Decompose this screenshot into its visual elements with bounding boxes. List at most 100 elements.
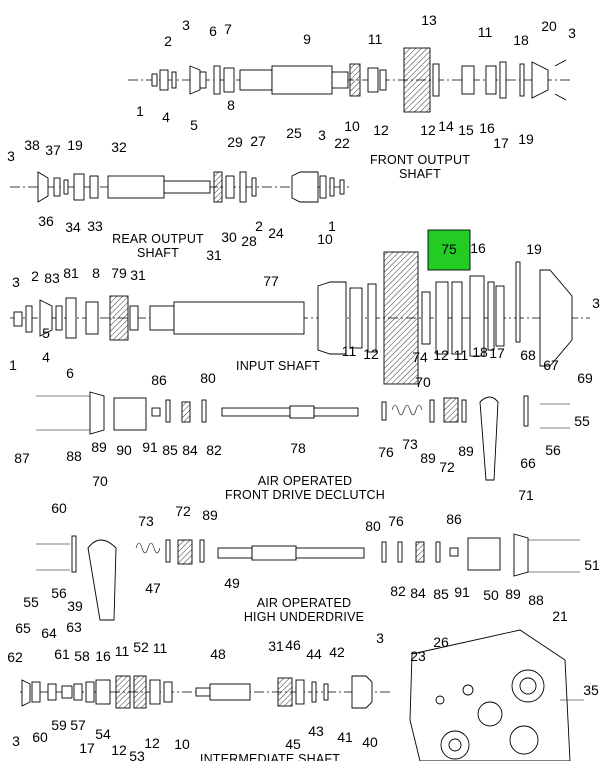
callout: 55 bbox=[23, 594, 39, 610]
callout: 22 bbox=[334, 135, 350, 151]
caption-high-underdrive-1: AIR OPERATED bbox=[257, 596, 352, 610]
callout: 2 bbox=[164, 33, 172, 49]
callout: 57 bbox=[70, 717, 86, 733]
callout: 3 bbox=[376, 630, 384, 646]
callout: 3 bbox=[12, 274, 20, 290]
callout: 62 bbox=[7, 649, 23, 665]
callout: 89 bbox=[202, 507, 218, 523]
callout: 52 bbox=[133, 639, 149, 655]
highlight-label: 75 bbox=[441, 241, 457, 257]
callout: 83 bbox=[44, 270, 60, 286]
callout: 3 bbox=[182, 17, 190, 33]
callout: 36 bbox=[38, 213, 54, 229]
callout: 56 bbox=[51, 585, 67, 601]
callout: 82 bbox=[390, 583, 406, 599]
callout: 67 bbox=[543, 357, 559, 373]
callout: 43 bbox=[308, 723, 324, 739]
front-callouts: 1 2 3 4 5 6 7 8 9 10 11 12 12 13 14 11 1… bbox=[136, 12, 576, 151]
callout: 5 bbox=[42, 325, 50, 341]
callout: 82 bbox=[206, 442, 222, 458]
callout: 71 bbox=[518, 487, 534, 503]
callout: 11 bbox=[478, 24, 493, 40]
callout: 25 bbox=[286, 125, 302, 141]
callout: 11 bbox=[115, 643, 130, 659]
declutch-callouts: 86 80 70 69 87 88 89 90 91 85 84 82 78 7… bbox=[14, 370, 593, 503]
callout: 84 bbox=[182, 442, 198, 458]
callout: 39 bbox=[67, 598, 83, 614]
callout: 56 bbox=[545, 442, 561, 458]
underdrive-callouts: 70 60 73 72 89 80 76 86 56 55 39 47 49 8… bbox=[23, 473, 600, 614]
callout: 70 bbox=[92, 473, 108, 489]
callout: 59 bbox=[51, 717, 67, 733]
caption-front-output-shaft-2: SHAFT bbox=[399, 167, 441, 181]
callout: 16 bbox=[479, 120, 495, 136]
callout: 38 bbox=[24, 137, 40, 153]
caption-input-shaft: INPUT SHAFT bbox=[236, 359, 320, 373]
callout: 28 bbox=[241, 233, 257, 249]
callout: 12 bbox=[373, 122, 389, 138]
callout: 80 bbox=[200, 370, 216, 386]
callout: 76 bbox=[378, 444, 394, 460]
input-shaft-group bbox=[10, 251, 590, 385]
callout: 91 bbox=[454, 584, 470, 600]
callout: 60 bbox=[32, 729, 48, 745]
callout: 16 bbox=[95, 648, 111, 664]
callout: 91 bbox=[142, 439, 158, 455]
callout: 31 bbox=[268, 638, 284, 654]
caption-front-drive-declutch-1: AIR OPERATED bbox=[258, 474, 353, 488]
callout: 19 bbox=[67, 137, 83, 153]
callout: 72 bbox=[175, 503, 191, 519]
callout: 2 bbox=[255, 218, 263, 234]
callout: 60 bbox=[51, 500, 67, 516]
callout: 3 bbox=[318, 127, 326, 143]
callout: 85 bbox=[433, 586, 449, 602]
callout: 66 bbox=[520, 455, 536, 471]
callout: 13 bbox=[421, 12, 437, 28]
callout: 3 bbox=[12, 733, 20, 749]
callout: 79 bbox=[111, 265, 127, 281]
callout: 11 bbox=[342, 343, 357, 359]
rear-callouts: 38 37 19 3 32 36 34 33 29 27 25 3 22 31 … bbox=[7, 125, 350, 263]
callout: 31 bbox=[206, 247, 222, 263]
callout: 31 bbox=[130, 267, 146, 283]
callout: 84 bbox=[410, 585, 426, 601]
callout: 73 bbox=[402, 436, 418, 452]
callout: 70 bbox=[415, 374, 431, 390]
callout: 32 bbox=[111, 139, 127, 155]
callout: 9 bbox=[303, 31, 311, 47]
callout: 58 bbox=[74, 648, 90, 664]
declutch-group bbox=[36, 391, 570, 481]
callout: 8 bbox=[92, 265, 100, 281]
caption-intermediate-shaft: INTERMEDIATE SHAFT bbox=[200, 752, 340, 761]
callout: 23 bbox=[410, 648, 426, 664]
callout: 37 bbox=[45, 142, 61, 158]
highlight-box-75[interactable]: 75 bbox=[427, 229, 471, 271]
callout: 61 bbox=[54, 646, 70, 662]
callout: 2 bbox=[31, 268, 39, 284]
highlight-marker[interactable] bbox=[427, 229, 471, 271]
callout: 5 bbox=[190, 117, 198, 133]
callout: 68 bbox=[520, 347, 536, 363]
callout: 12 bbox=[363, 346, 379, 362]
underdrive-group bbox=[36, 533, 580, 621]
caption-rear-output-shaft-2: SHAFT bbox=[137, 246, 179, 260]
callout: 86 bbox=[446, 511, 462, 527]
callout: 77 bbox=[263, 273, 279, 289]
callout: 80 bbox=[365, 518, 381, 534]
callout: 50 bbox=[483, 587, 499, 603]
front-output-shaft-group bbox=[128, 47, 570, 113]
callout: 65 bbox=[15, 620, 31, 636]
callout: 40 bbox=[362, 734, 378, 750]
input-callouts: 3 2 83 81 8 79 31 77 4 5 1 6 11 12 74 12… bbox=[9, 240, 600, 381]
callout: 85 bbox=[162, 442, 178, 458]
callout: 17 bbox=[489, 345, 505, 361]
callout: 72 bbox=[439, 459, 455, 475]
callout: 76 bbox=[388, 513, 404, 529]
callout: 17 bbox=[493, 135, 509, 151]
callout: 6 bbox=[209, 23, 217, 39]
callout: 7 bbox=[224, 21, 232, 37]
callout: 12 bbox=[111, 742, 127, 758]
callout: 35 bbox=[583, 682, 599, 698]
callout: 21 bbox=[552, 608, 568, 624]
